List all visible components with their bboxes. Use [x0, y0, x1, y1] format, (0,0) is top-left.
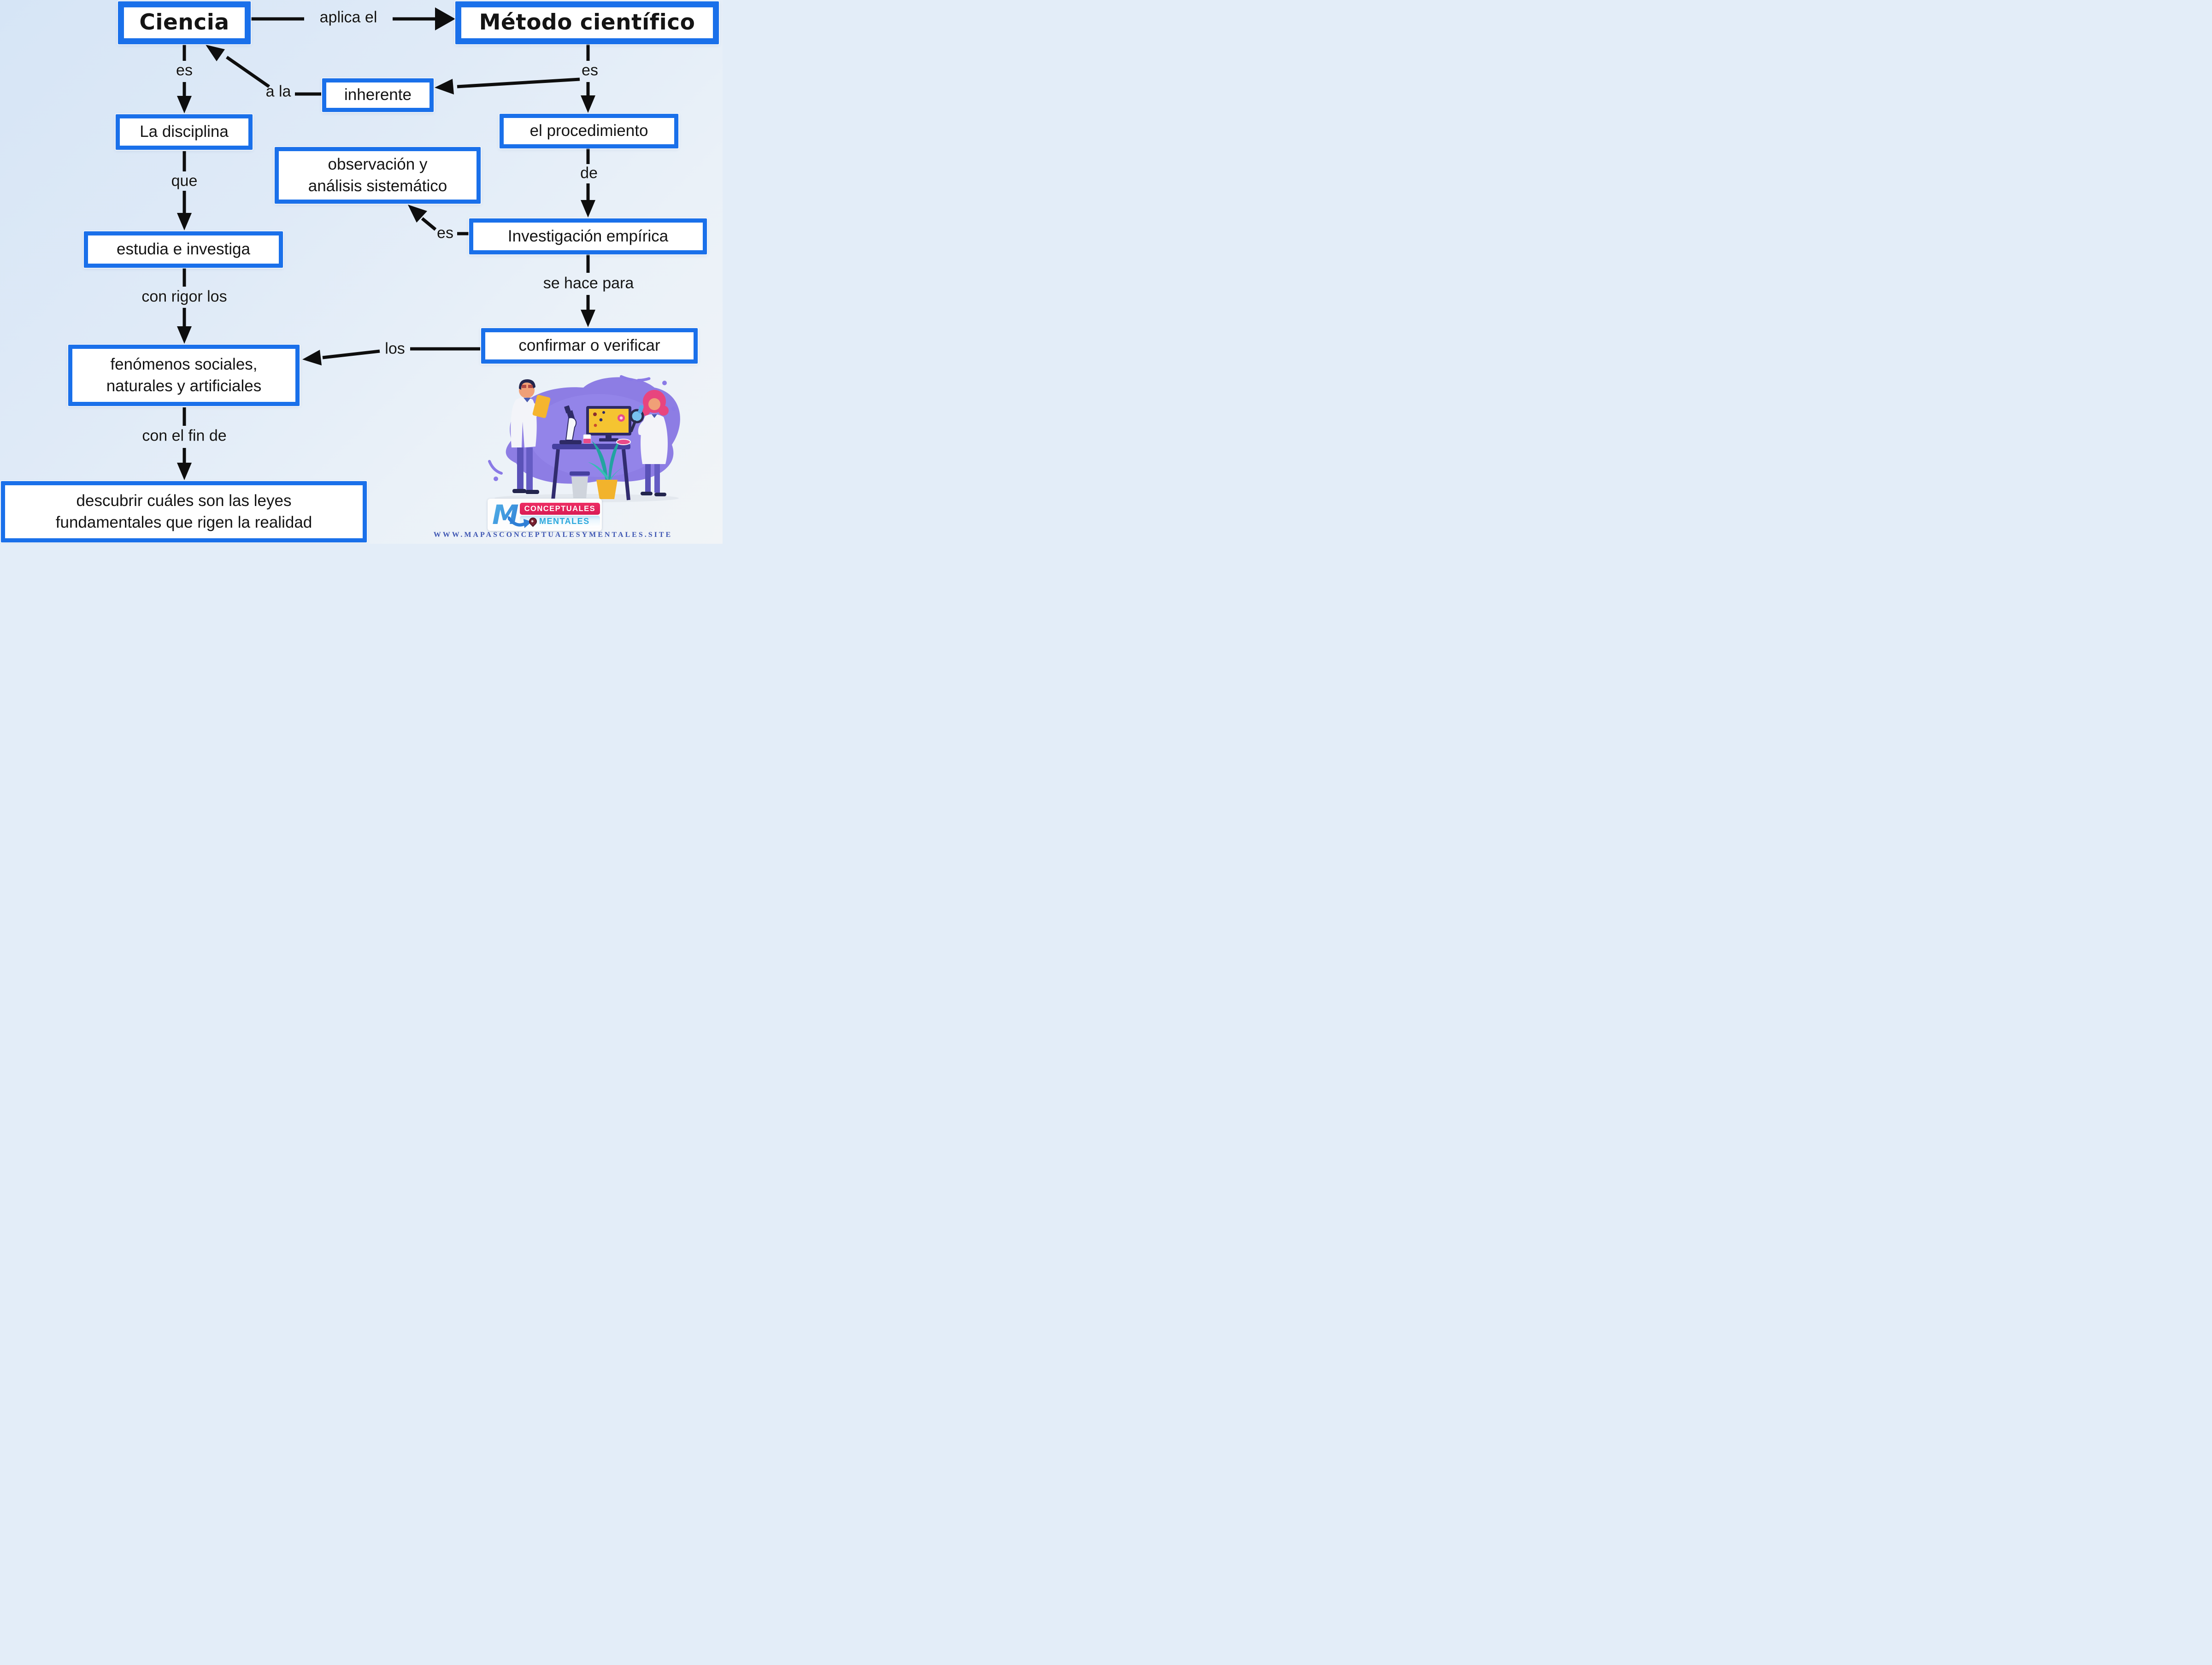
node-estudia-e-investiga: estudia e investiga [84, 231, 283, 268]
node-el-procedimiento-label: el procedimiento [529, 122, 648, 140]
edge-label-a-la: a la [265, 82, 291, 100]
node-confirmar-o-verificar: confirmar o verificar [481, 328, 698, 364]
edge-label-es-left: es [176, 61, 193, 79]
arrow-inherente-to-ciencia [206, 45, 321, 96]
node-ciencia-label: Ciencia [139, 10, 229, 35]
node-descubrir-line2: fundamentales que rigen la realidad [55, 513, 312, 531]
node-inherente: inherente [322, 78, 434, 112]
scientists-illustration [488, 375, 680, 502]
edge-label-con-rigor-los: con rigor los [141, 288, 227, 306]
edge-label-los: los [385, 340, 405, 358]
logo-mentales-row: MENTALES [519, 515, 600, 527]
node-investigacion-empirica: Investigación empírica [469, 218, 707, 254]
arrow-metodo-to-inherente [435, 77, 580, 94]
arrow-disciplina-to-estudia [177, 151, 192, 230]
node-metodo-cientifico: Método científico [455, 1, 719, 44]
edge-label-con-el-fin-de: con el fin de [142, 427, 227, 445]
edge-label-aplica-el: aplica el [319, 8, 377, 26]
node-fenomenos: fenómenos sociales, naturales y artifici… [68, 345, 300, 406]
node-observacion: observación y análisis sistemático [275, 147, 481, 204]
node-investigacion-empirica-label: Investigación empírica [507, 227, 669, 245]
concept-map-canvas: Ciencia Método científico inherente La d… [0, 0, 723, 544]
node-la-disciplina: La disciplina [116, 114, 253, 150]
node-observacion-line1: observación y [328, 155, 428, 174]
node-estudia-e-investiga-label: estudia e investiga [117, 240, 250, 259]
site-url: WWW.MAPASCONCEPTUALESYMENTALES.SITE [433, 531, 673, 539]
edge-label-es-mid: es [437, 224, 453, 242]
node-observacion-line2: análisis sistemático [308, 177, 447, 195]
edge-label-que: que [171, 172, 198, 190]
node-descubrir-line1: descubrir cuáles son las leyes [76, 492, 292, 510]
edge-label-se-hace-para: se hace para [543, 274, 634, 292]
node-el-procedimiento: el procedimiento [500, 114, 678, 148]
node-metodo-cientifico-label: Método científico [479, 10, 695, 35]
edge-label-es-right: es [582, 61, 598, 79]
curved-arrow-icon [508, 516, 532, 528]
man-scientist [511, 379, 551, 494]
edge-label-de: de [580, 164, 598, 182]
logo-mentales: MENTALES [539, 516, 590, 526]
logo-conceptuales: CONCEPTUALES [519, 502, 600, 515]
node-descubrir: descubrir cuáles son las leyes fundament… [1, 481, 367, 542]
brand-logo: M CONCEPTUALES MENTALES [488, 499, 602, 531]
arrow-estudia-to-fenomenos [177, 268, 192, 344]
node-fenomenos-line1: fenómenos sociales, [110, 355, 258, 374]
node-confirmar-o-verificar-label: confirmar o verificar [518, 336, 660, 355]
node-ciencia: Ciencia [118, 1, 251, 44]
node-la-disciplina-label: La disciplina [140, 123, 229, 141]
node-fenomenos-line2: naturales y artificiales [106, 377, 262, 395]
woman-scientist [629, 390, 669, 496]
arrow-procedimiento-to-investigacion [581, 148, 595, 218]
node-inherente-label: inherente [344, 86, 412, 104]
